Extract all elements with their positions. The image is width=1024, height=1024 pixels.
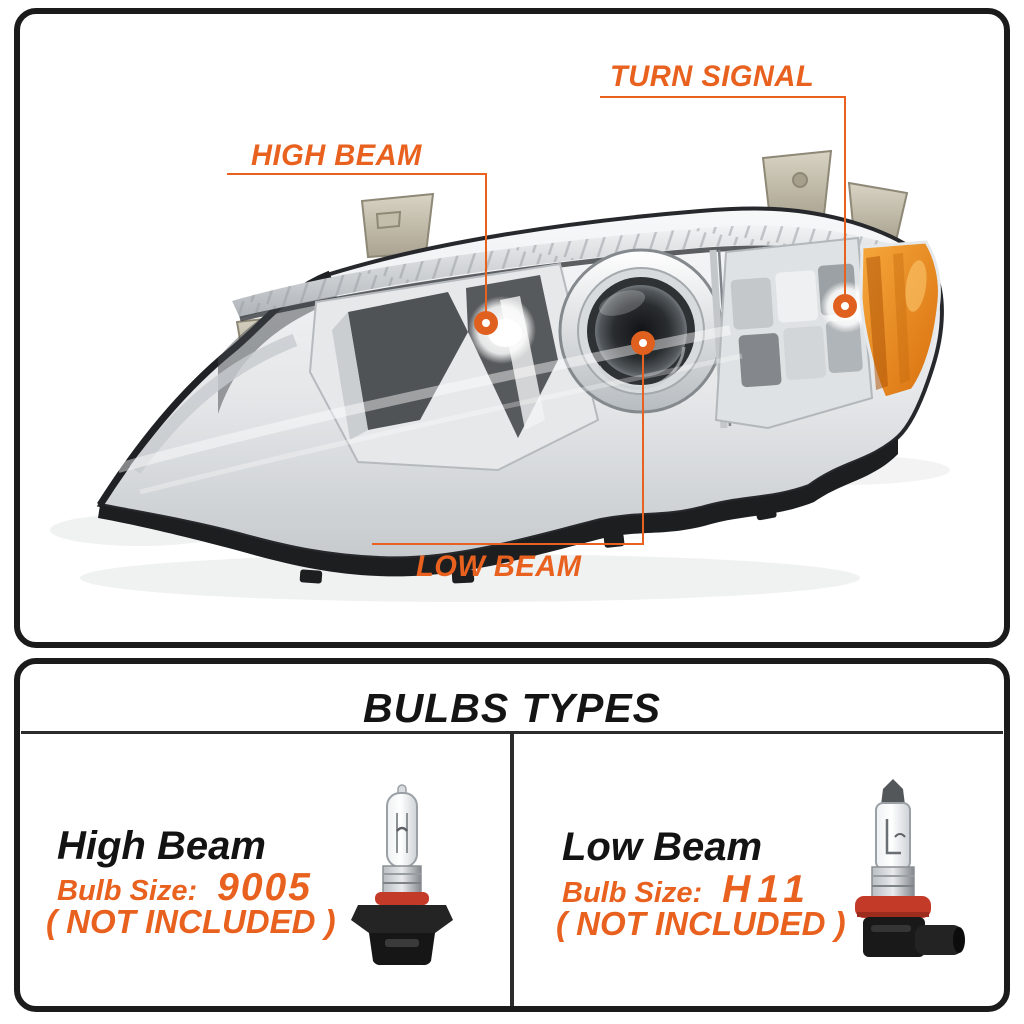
low-beam-heading: Low Beam: [562, 825, 763, 869]
low-beam-note: ( NOT INCLUDED ): [556, 905, 846, 942]
callout-target-dot: [474, 311, 498, 335]
low-beam-size-row: Bulb Size: H11: [562, 868, 812, 912]
bulb-metal-collar: [382, 865, 422, 894]
chrome-band-texture: [232, 225, 919, 318]
mounting-tab-slot: [375, 210, 402, 230]
high-beam-size-row: Bulb Size: 9005: [57, 866, 312, 910]
mounting-tab-hole: [792, 172, 808, 188]
turn-signal-label: TURN SIGNAL: [610, 60, 815, 93]
bulb-9005-icon: [351, 784, 453, 966]
callout-line-vertical: [844, 96, 846, 302]
callout-line-vertical: [485, 173, 487, 319]
amber-stripe-1: [866, 256, 888, 390]
bulb-red-oring: [375, 892, 429, 905]
high-beam-label: HIGH BEAM: [251, 139, 422, 172]
bulb-base-body: [369, 933, 435, 966]
panel-divider-horizontal: [21, 731, 1003, 734]
bulb-base-flange: [351, 905, 453, 933]
bulbs-types-title: BULBS TYPES: [362, 685, 662, 731]
callout-target-dot: [833, 294, 857, 318]
amber-stripe-2: [893, 253, 910, 384]
amber-side-reflector: [859, 240, 941, 400]
bulb-gray-tip: [881, 779, 905, 805]
bulb-filament-wire: [885, 819, 901, 855]
bulb-h11-icon: [855, 779, 965, 957]
callout-line-horizontal: [600, 96, 846, 98]
bulb-size-value: 9005: [217, 866, 312, 909]
bulb-size-label: Bulb Size:: [57, 875, 198, 907]
bulb-size-label: Bulb Size:: [562, 877, 703, 909]
bulb-connector: [915, 925, 963, 955]
turn-signal-reflector: [714, 236, 874, 430]
amber-highlight: [905, 260, 927, 312]
high-beam-facet-light-1: [332, 312, 368, 440]
callout-line-horizontal: [372, 543, 644, 545]
lens-reflection-2: [139, 353, 743, 495]
high-beam-facet-dark-1: [348, 292, 468, 430]
nose-chrome-arc: [129, 333, 298, 474]
high-beam-heading: High Beam: [57, 824, 266, 868]
low-beam-label: LOW BEAM: [416, 550, 582, 583]
bulb-base-slot: [871, 925, 911, 932]
projector-rim-light: [597, 346, 686, 390]
bulb-metal-collar: [871, 866, 915, 898]
housing-shadow-left: [218, 278, 338, 414]
bulb-filament-coil: [894, 833, 906, 838]
panel-divider-vertical: [510, 734, 514, 1006]
bulb-size-value: H11: [722, 868, 812, 911]
bulb-red-flange-shadow: [857, 912, 929, 917]
callout-line-vertical: [642, 345, 644, 545]
bulb-base-slot: [385, 939, 419, 947]
callout-line-horizontal: [227, 173, 487, 175]
headlight-illustration: [50, 149, 950, 602]
bulb-glass-tube: [386, 792, 418, 868]
high-beam-note: ( NOT INCLUDED ): [46, 903, 336, 940]
callout-target-dot: [631, 331, 655, 355]
bulb-connector-end: [953, 927, 965, 953]
projector-lens-highlight: [598, 290, 646, 316]
bulb-filament-coil: [396, 826, 408, 832]
